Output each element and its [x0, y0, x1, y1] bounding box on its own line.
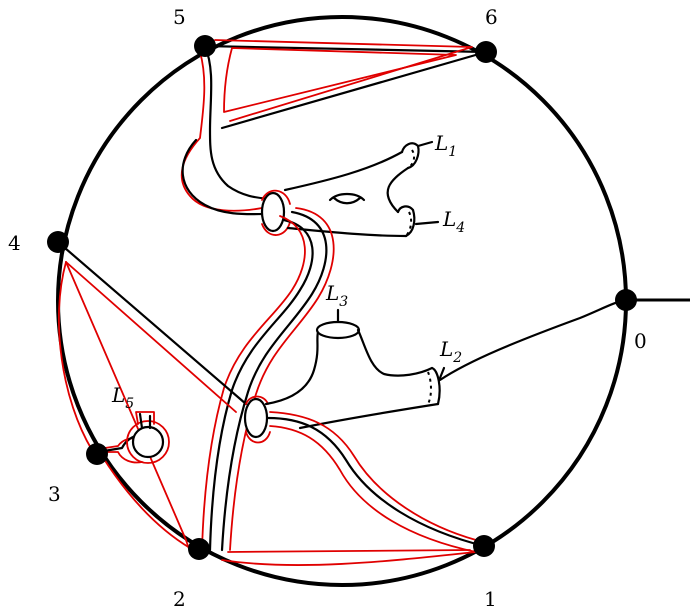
vertex-4[interactable] [47, 231, 69, 253]
vertex-5[interactable] [194, 35, 216, 57]
vertex-0[interactable] [615, 289, 637, 311]
lower-band [56, 240, 248, 553]
vertex-label-6: 6 [485, 5, 498, 29]
vertex-6[interactable] [475, 41, 497, 63]
l5-circle [131, 425, 165, 459]
vertex-labels: 0 1 2 3 4 5 6 [8, 5, 647, 611]
middle-strip [201, 207, 335, 552]
link-labels: L1 L2 L3 L4 L5 [111, 131, 465, 412]
link-label-L3: L3 [325, 281, 348, 310]
vertex-2[interactable] [188, 538, 210, 560]
link-label-L4: L4 [442, 207, 465, 236]
link-label-L1: L1 [434, 131, 457, 160]
link-label-L2: L2 [439, 337, 462, 366]
vertices [47, 35, 637, 560]
vertex-label-1: 1 [484, 587, 497, 611]
vertex-label-5: 5 [173, 5, 186, 29]
upper-surface [181, 138, 440, 238]
lower-surface [243, 298, 628, 444]
vertex-label-3: 3 [48, 482, 61, 506]
vertex-3[interactable] [86, 443, 108, 465]
l5-loop [126, 411, 170, 464]
vertex-label-4: 4 [8, 231, 21, 255]
l3-tube-top [315, 320, 361, 340]
vertex-label-2: 2 [173, 587, 186, 611]
vertex-label-0: 0 [634, 329, 647, 353]
lower-attach-disk [243, 397, 269, 439]
upper-attach-disk [260, 191, 286, 233]
link-label-L5: L5 [111, 383, 134, 412]
upper-band [180, 39, 488, 212]
vertex-1[interactable] [473, 535, 495, 557]
right-lower-band [221, 411, 486, 566]
